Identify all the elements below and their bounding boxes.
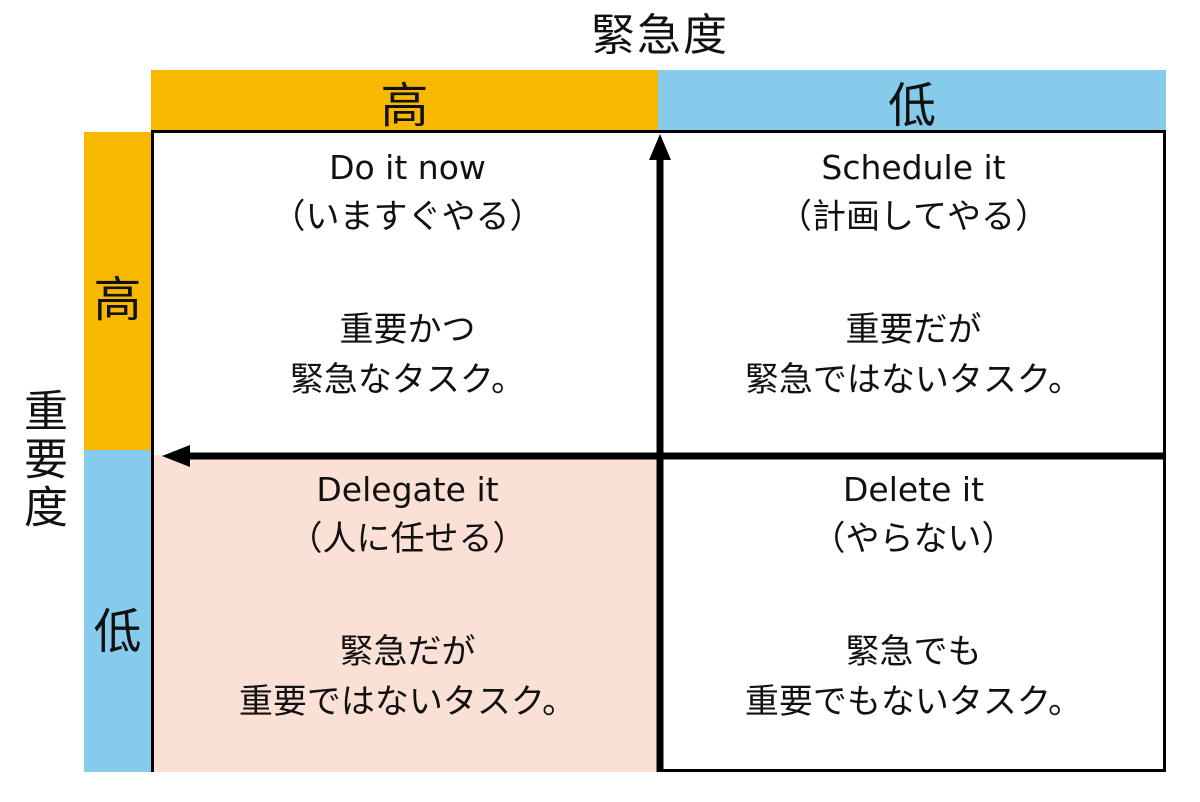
- description-line: 重要かつ: [339, 310, 476, 350]
- description-line: 緊急なタスク。: [289, 360, 526, 400]
- quadrant-title: Delegate it: [316, 470, 499, 509]
- quadrant-subtitle: （人に任せる）: [288, 519, 527, 559]
- description-line: 緊急だが: [339, 632, 476, 672]
- quadrant-subtitle: （計画してやる）: [778, 197, 1049, 237]
- quadrant-description: 緊急だが 重要ではないタスク。: [154, 627, 661, 727]
- importance-high-header: 高: [84, 132, 151, 450]
- quadrant-title: Delete it: [842, 470, 985, 509]
- quadrant-description: 重要かつ 緊急なタスク。: [154, 305, 661, 405]
- quadrant-subtitle: （いますぐやる）: [271, 197, 544, 237]
- quadrant-description: 重要だが 緊急ではないタスク。: [661, 305, 1166, 405]
- quadrant-description: 緊急でも 重要でもないタスク。: [661, 627, 1166, 727]
- quadrant-do-it-now: Do it now （いますぐやる） 重要かつ 緊急なタスク。: [154, 133, 661, 455]
- importance-axis-title: 重要度: [16, 388, 67, 532]
- urgency-low-header: 低: [658, 70, 1166, 134]
- quadrant-schedule-it: Schedule it （計画してやる） 重要だが 緊急ではないタスク。: [661, 133, 1166, 455]
- quadrant-delete-it: Delete it （やらない） 緊急でも 重要でもないタスク。: [661, 455, 1166, 772]
- urgency-axis-title: 緊急度: [591, 10, 729, 61]
- description-line: 緊急でも: [845, 632, 982, 672]
- quadrant-title: Schedule it: [821, 148, 1006, 187]
- description-line: 緊急ではないタスク。: [744, 360, 1083, 400]
- priority-matrix-grid: Do it now （いますぐやる） 重要かつ 緊急なタスク。 Schedule…: [151, 130, 1166, 772]
- description-line: 重要ではないタスク。: [238, 682, 577, 722]
- quadrant-subtitle: （やらない）: [811, 519, 1016, 559]
- quadrant-title: Do it now: [329, 148, 486, 187]
- description-line: 重要だが: [845, 310, 982, 350]
- importance-low-header: 低: [84, 450, 151, 772]
- quadrant-delegate-it: Delegate it （人に任せる） 緊急だが 重要ではないタスク。: [154, 455, 661, 772]
- urgency-high-header: 高: [151, 70, 658, 134]
- description-line: 重要でもないタスク。: [744, 682, 1083, 722]
